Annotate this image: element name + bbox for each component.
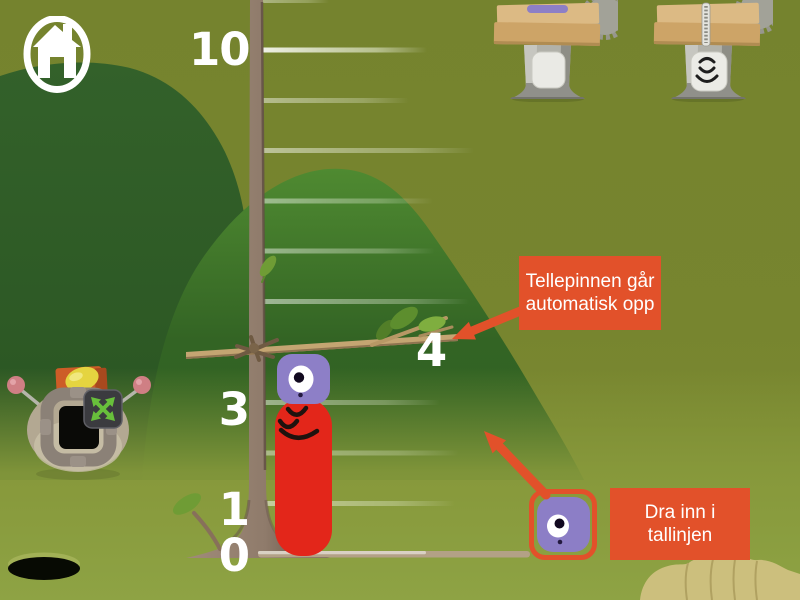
callout-line: automatisk opp [525,294,655,315]
callout-line: Dra inn i [644,501,716,523]
drag-highlight-box [529,489,597,560]
purple-noom-face [547,514,569,545]
numberline-label-0: 0 [218,529,250,582]
callout-drag-hint: Dra inn i tallinjen [610,488,750,560]
root-twig [192,511,222,551]
callout-counting-stick: Tellepinnen går automatisk opp [519,256,661,330]
noom-dispenser-2[interactable] [653,0,773,102]
purple-noom-tray[interactable] [537,497,590,552]
purple-noom-face [288,365,314,398]
dispenser-pedestal [671,45,746,99]
robot-yellow-button [65,366,99,392]
home-ring [23,16,91,93]
purple-noom-stacked[interactable] [277,354,330,404]
noom-peek [527,5,568,13]
numberline-label-4: 4 [415,324,447,377]
noom-dispenser-1[interactable] [493,0,618,102]
robot-antennae [7,376,151,409]
numberline-label-3: 3 [218,383,250,436]
zipper-icon [701,2,711,47]
red-noom-face [277,405,320,440]
dispenser-planks [493,2,601,46]
ground-glow [0,368,800,600]
dispenser-pedestal [510,45,585,99]
leaf-icon [418,316,446,332]
hand-cursor-hint [628,552,800,600]
move-icon-panel [83,389,123,429]
leaf-icon [172,493,202,515]
leaf-icon [259,255,277,277]
red-noom-3[interactable] [275,398,332,556]
sleepy-face-icon [695,57,719,83]
numberline-label-1: 1 [218,483,250,536]
numberline-label-10: 10 [189,23,251,76]
ground-hole [8,552,80,580]
counting-stick [186,306,458,362]
callout-line: Tellepinnen går [525,270,655,292]
robot-helper[interactable] [0,358,160,483]
move-icon [91,397,115,421]
home-icon [33,24,81,78]
callout-line: tallinjen [647,525,713,546]
home-button[interactable] [16,16,94,94]
leaf-icon [376,320,394,340]
leaf-icon [390,306,418,330]
